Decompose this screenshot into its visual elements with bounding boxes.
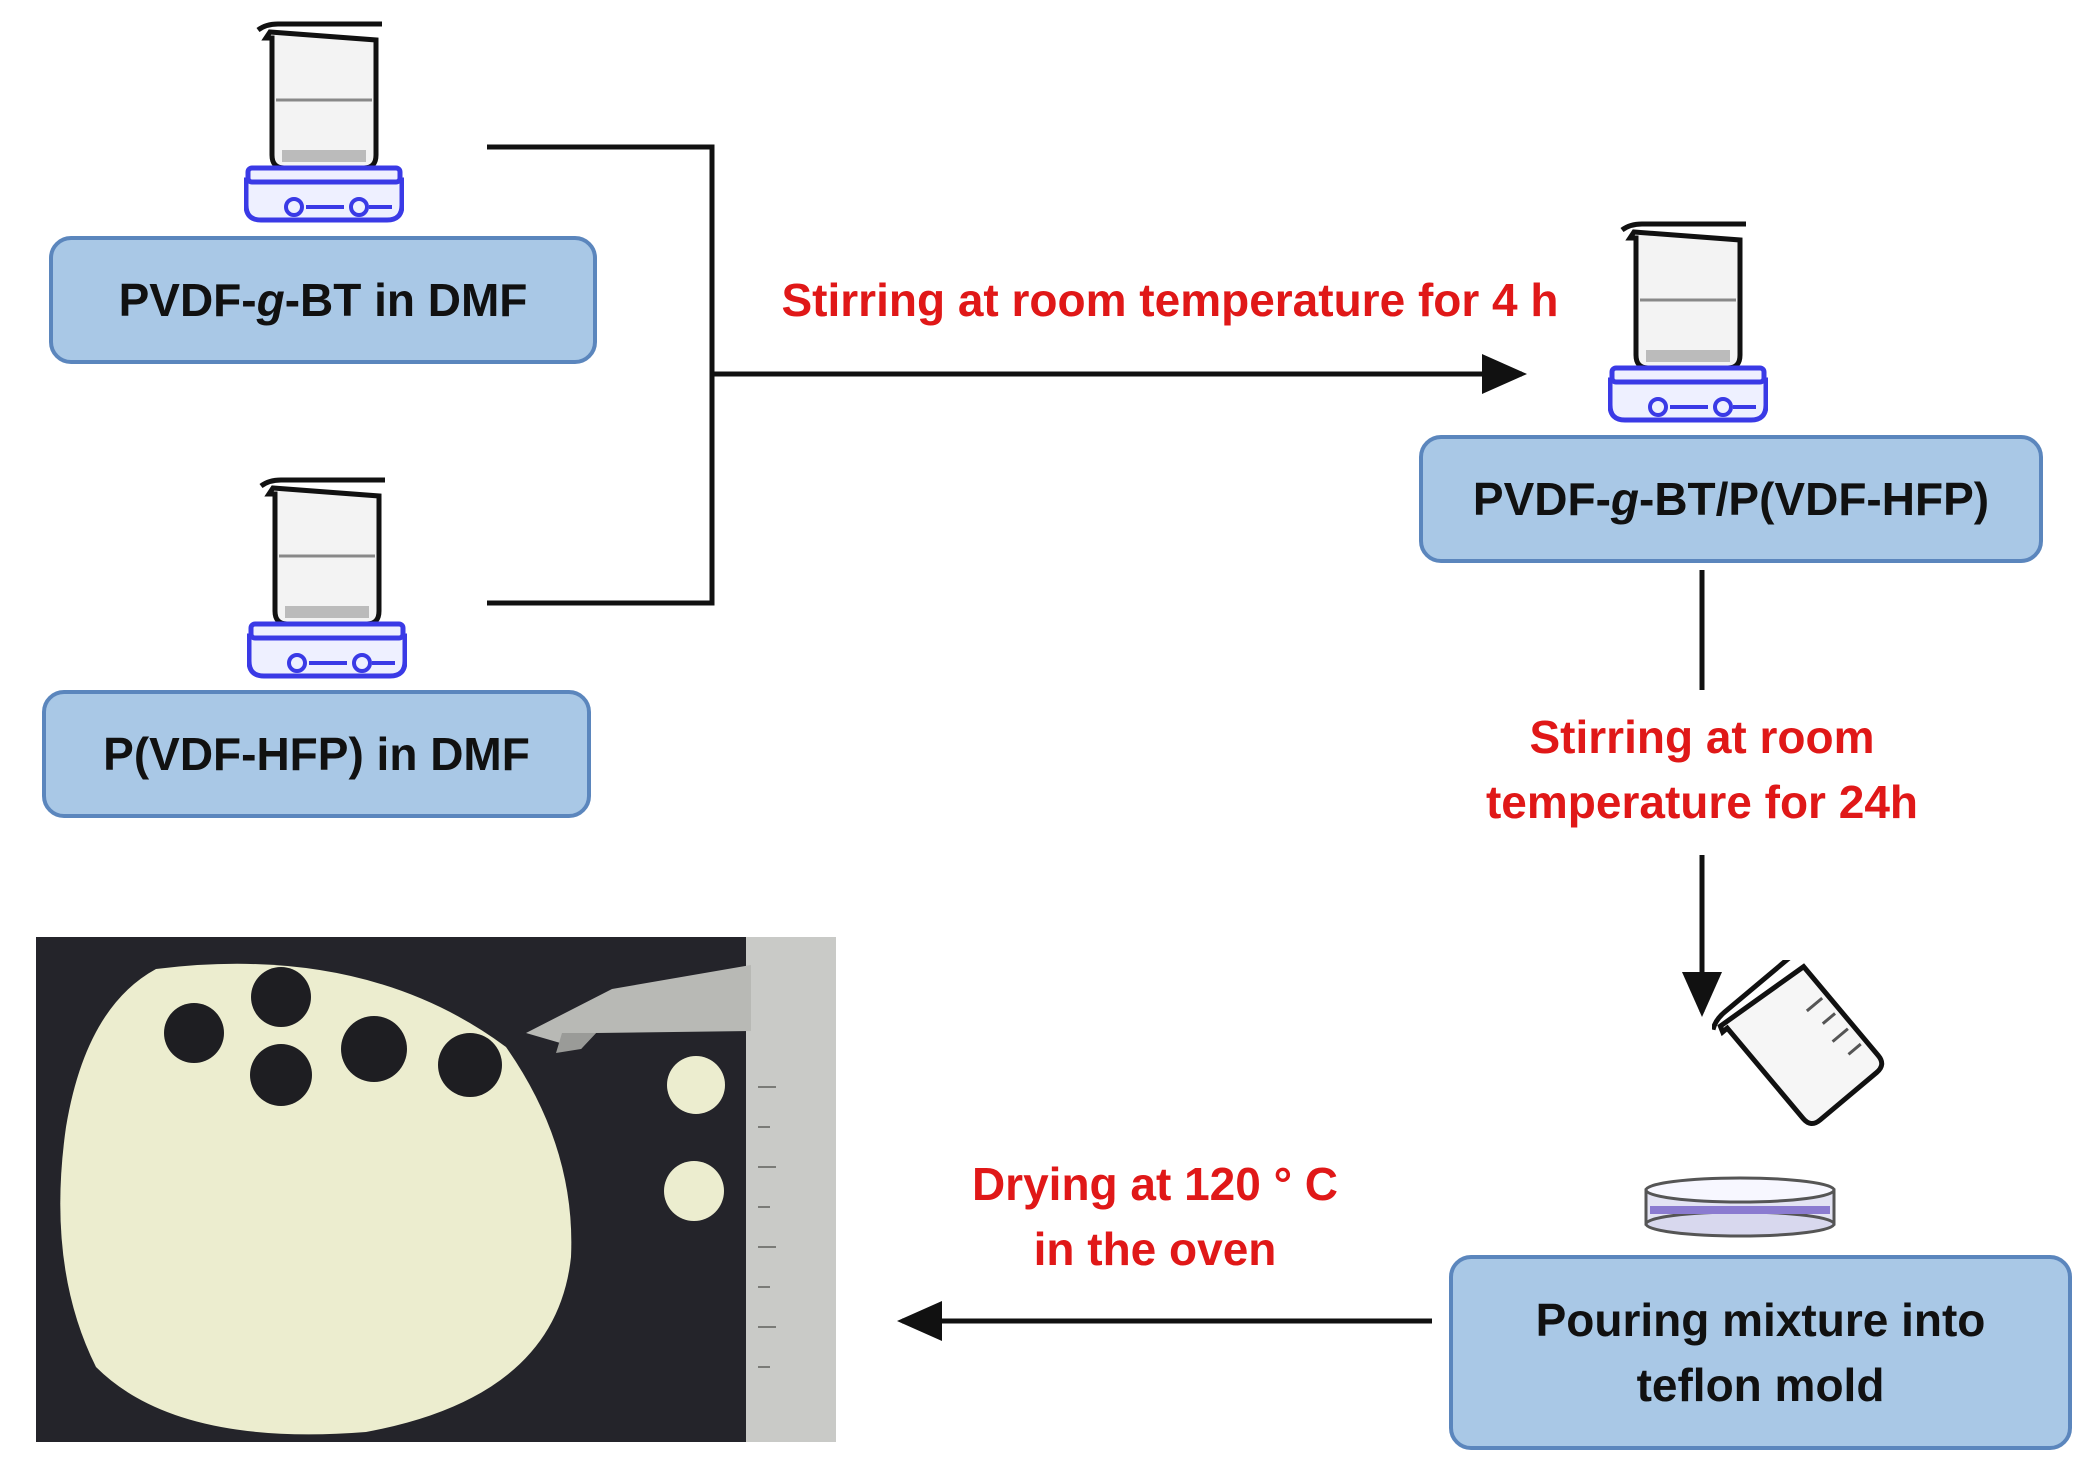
step-stir-24h-line2: temperature for 24h: [1485, 776, 1918, 829]
merge-bracket: [487, 144, 715, 606]
mixture-box: PVDF-g-BT/P(VDF-HFP): [1419, 435, 2043, 563]
pouring-label-line2: teflon mold: [1636, 1358, 1885, 1411]
pvdf-hfp-box: P(VDF-HFP) in DMF: [42, 690, 591, 818]
step-stir-4h: Stirring at room temperature for 4 h: [781, 274, 1559, 326]
beaker-on-stirrer-icon: [244, 21, 404, 223]
pouring-beaker-icon: [1712, 960, 1885, 1126]
beaker-on-stirrer-icon: [247, 477, 407, 679]
pvdf-g-bt-label: PVDF-g-BT in DMF: [118, 273, 528, 326]
pouring-box: Pouring mixture into teflon mold: [1449, 1255, 2072, 1450]
pouring-label-line1: Pouring mixture into: [1535, 1294, 1986, 1347]
step-stir-24h-line1: Stirring at room: [1529, 711, 1875, 763]
step-drying-line2: in the oven: [1033, 1223, 1277, 1276]
pvdf-g-bt-box: PVDF-g-BT in DMF: [49, 236, 597, 364]
mixture-label: PVDF-g-BT/P(VDF-HFP): [1472, 472, 1990, 525]
step-drying: Drying at 120 ° C in the oven: [915, 1152, 1395, 1283]
composite-film-photo: [36, 937, 836, 1442]
step-drying-line1: Drying at 120 ° C: [971, 1158, 1339, 1210]
petri-dish-icon: [1644, 1176, 1836, 1238]
step-stir-24h: Stirring at room temperature for 24h: [1452, 705, 1952, 836]
pvdf-hfp-label: P(VDF-HFP) in DMF: [103, 727, 530, 780]
beaker-on-stirrer-icon: [1608, 221, 1768, 423]
